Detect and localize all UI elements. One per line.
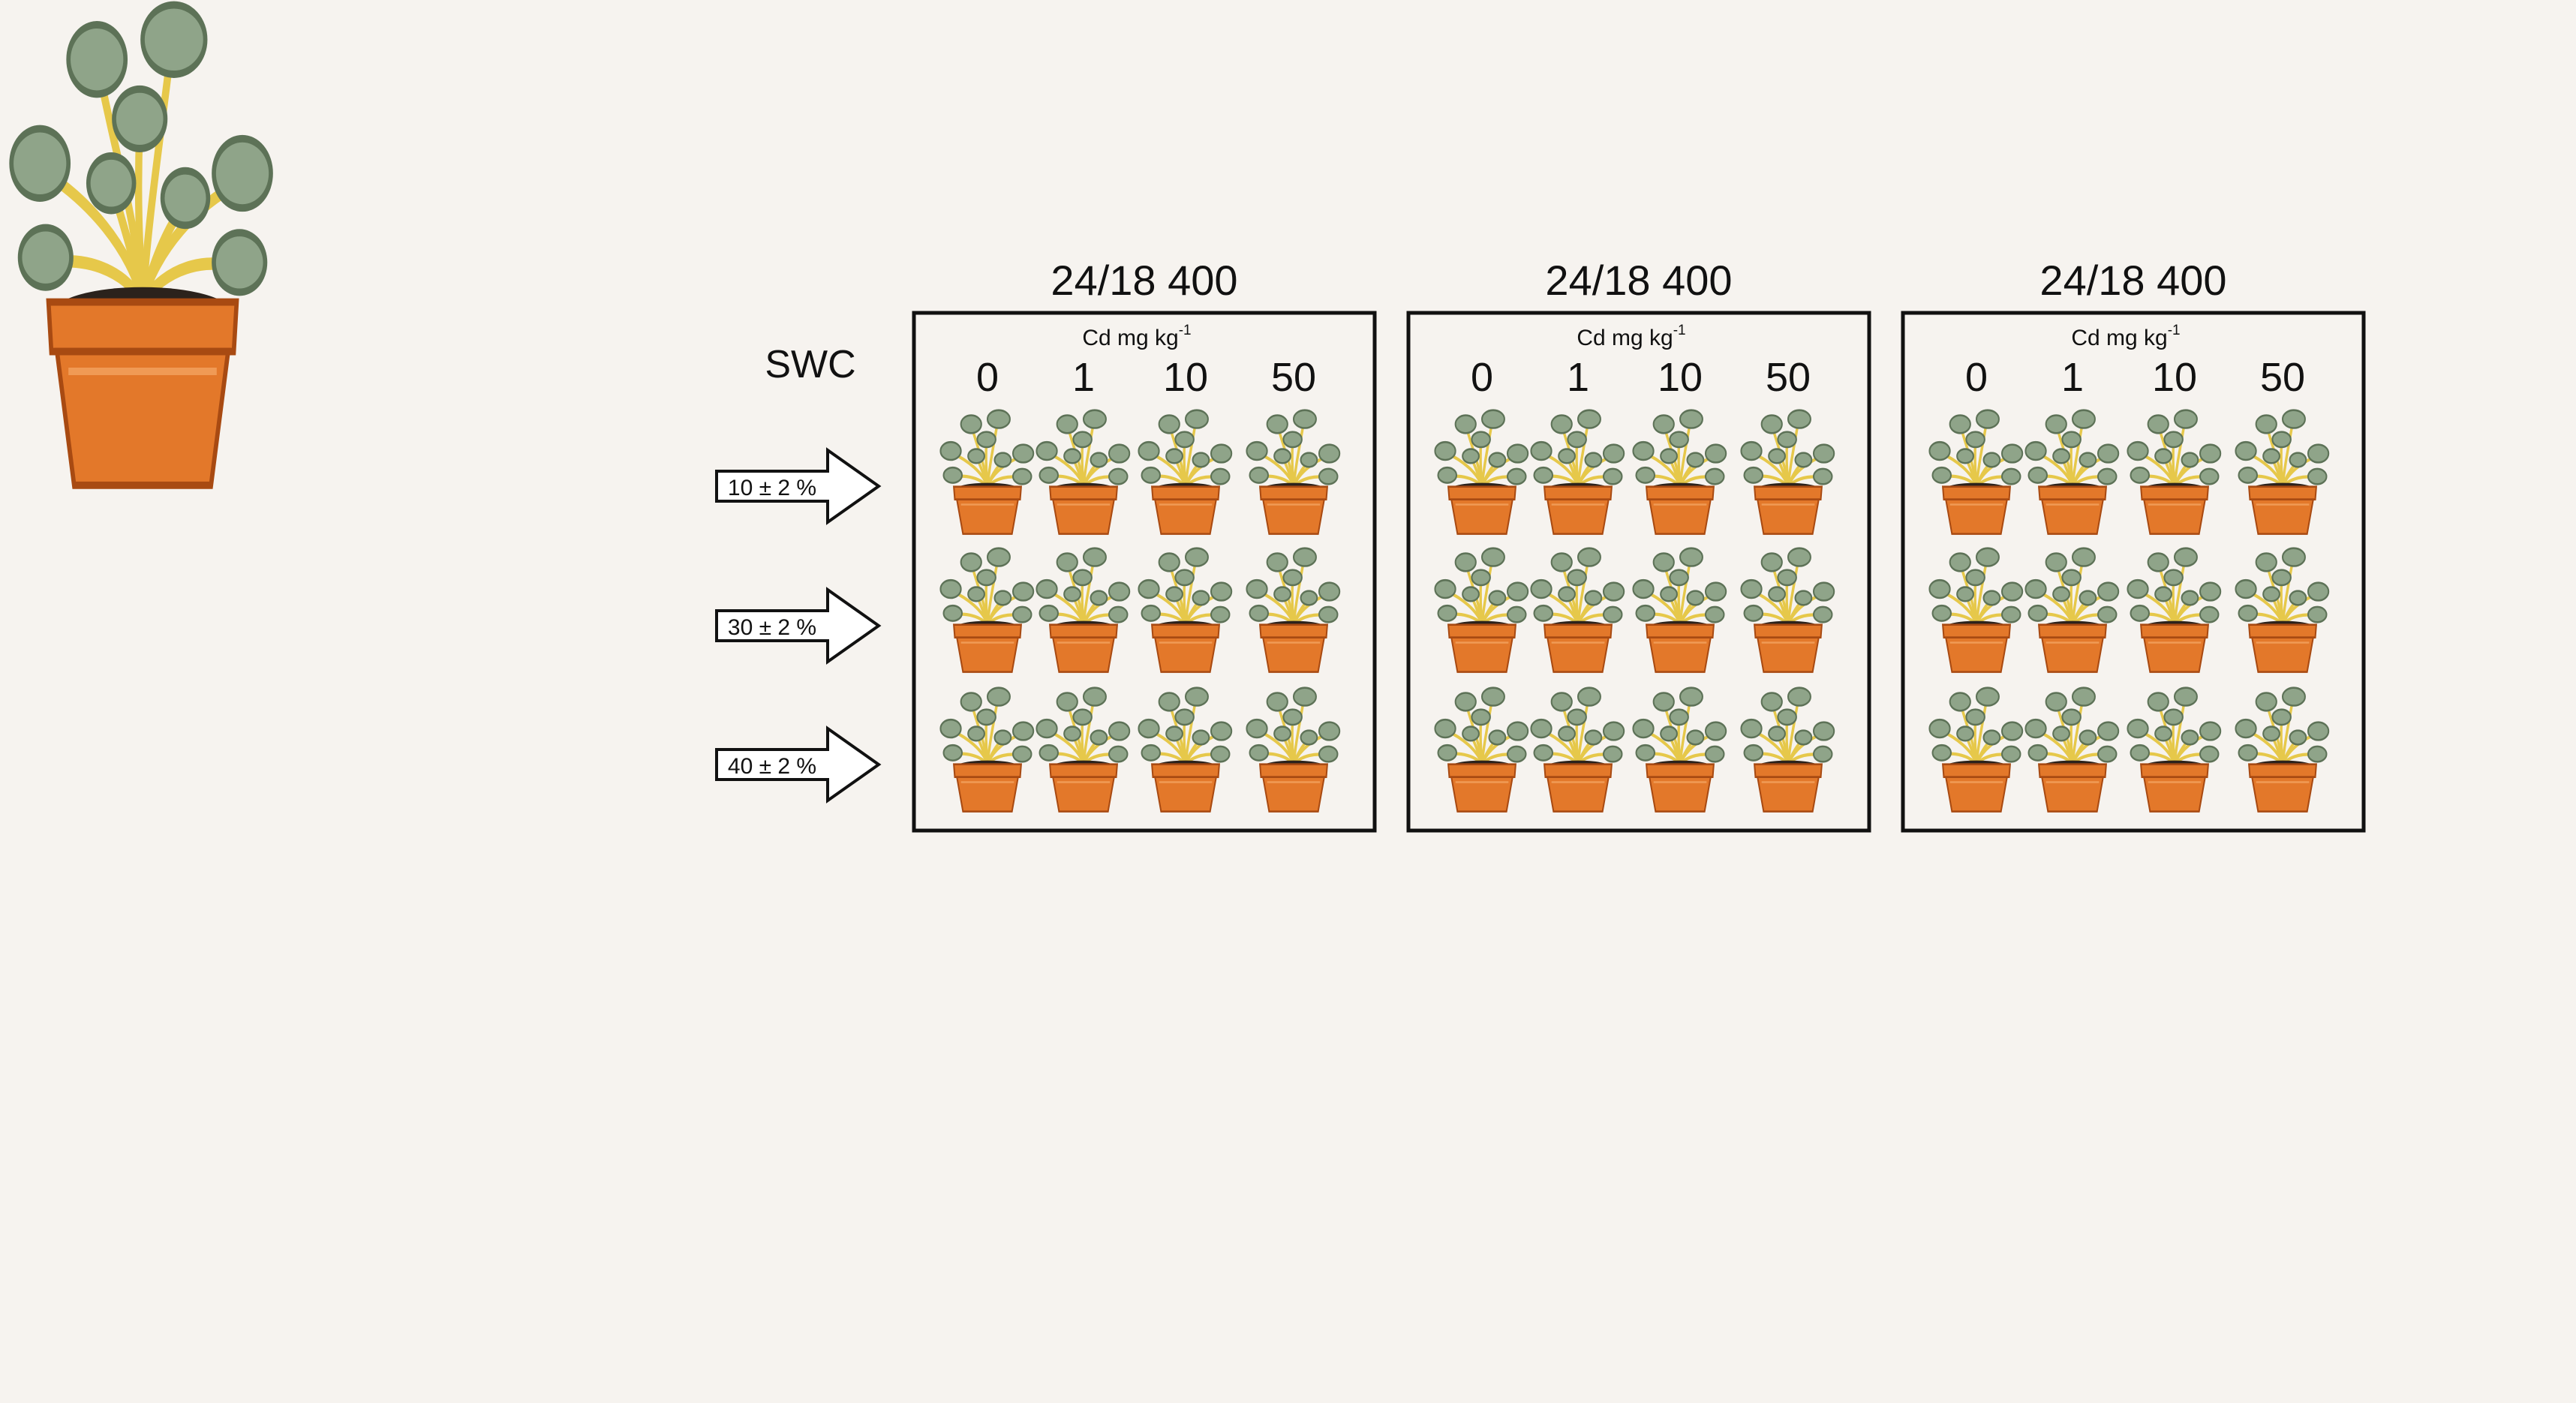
- potted-plant-icon: [2235, 410, 2328, 534]
- cd-level-10: 10: [1658, 355, 1703, 400]
- potted-plant-icon: [1036, 410, 1129, 534]
- potted-plant-icon: [1929, 688, 2022, 812]
- cd-level-10: 10: [1163, 355, 1208, 400]
- potted-plant-icon: [1138, 410, 1231, 534]
- potted-plant-icon: [1929, 410, 2022, 534]
- swc-level-2: 30 ± 2 %: [728, 615, 816, 640]
- cd-unit-superscript: -1: [2168, 323, 2181, 338]
- chamber-frame: [1901, 311, 2366, 833]
- potted-plant-icon: [2235, 688, 2328, 812]
- chamber-title: 24/18 400: [1051, 257, 1237, 304]
- potted-plant-icon: [2025, 548, 2118, 672]
- potted-plant-icon: [2127, 410, 2220, 534]
- swc-level-1: 10 ± 2 %: [728, 476, 816, 500]
- potted-plant-icon: [1531, 688, 1624, 812]
- cd-level-50: 50: [1271, 355, 1316, 400]
- cd-level-0: 0: [1471, 355, 1493, 400]
- potted-plant-icon: [1138, 688, 1231, 812]
- chamber-frame: [912, 311, 1377, 833]
- chamber-panel-3: 24/18 400 Cd mg kg-1 0 1 10 50: [1901, 257, 2366, 833]
- cd-level-0: 0: [976, 355, 999, 400]
- potted-plant-icon: [1531, 410, 1624, 534]
- swc-label: SWC: [765, 343, 855, 386]
- swc-arrow-row-3: 40 ± 2 %: [715, 727, 880, 802]
- cd-level-1: 1: [1567, 355, 1589, 400]
- potted-plant-icon: [1435, 410, 1528, 534]
- cd-level-0: 0: [1965, 355, 1988, 400]
- potted-plant-icon: [1246, 410, 1339, 534]
- cd-unit-superscript: -1: [1673, 323, 1686, 338]
- cd-level-10: 10: [2152, 355, 2197, 400]
- potted-plant-icon: [1741, 548, 1834, 672]
- potted-plant-icon: [1435, 548, 1528, 672]
- chamber-frame: [1406, 311, 1871, 833]
- cd-level-1: 1: [1072, 355, 1095, 400]
- reference-plant-icon: [11, 5, 271, 485]
- chamber-title: 24/18 400: [1545, 257, 1732, 304]
- potted-plant-icon: [2025, 410, 2118, 534]
- potted-plant-icon: [1741, 410, 1834, 534]
- potted-plant-icon: [1138, 548, 1231, 672]
- potted-plant-icon: [2127, 688, 2220, 812]
- potted-plant-icon: [1246, 688, 1339, 812]
- cd-unit-label: Cd mg kg-1: [1082, 323, 1191, 350]
- chamber-panel-1: 24/18 400 Cd mg kg-1 0 1 10 50: [912, 257, 1377, 833]
- potted-plant-icon: [1929, 548, 2022, 672]
- potted-plant-icon: [1633, 548, 1726, 672]
- cd-level-1: 1: [2061, 355, 2084, 400]
- potted-plant-icon: [1435, 688, 1528, 812]
- potted-plant-icon: [1633, 688, 1726, 812]
- cd-unit-label: Cd mg kg-1: [2071, 323, 2180, 350]
- potted-plant-icon: [1531, 548, 1624, 672]
- potted-plant-icon: [1036, 548, 1129, 672]
- chamber-title: 24/18 400: [2039, 257, 2226, 304]
- cd-level-50: 50: [1766, 355, 1811, 400]
- swc-arrow-row-1: 10 ± 2 %: [715, 449, 880, 524]
- cd-unit-label: Cd mg kg-1: [1577, 323, 1685, 350]
- potted-plant-icon: [1741, 688, 1834, 812]
- potted-plant-icon: [2127, 548, 2220, 672]
- potted-plant-icon: [940, 548, 1033, 672]
- swc-arrow-row-2: 30 ± 2 %: [715, 588, 880, 663]
- potted-plant-icon: [940, 410, 1033, 534]
- cd-level-50: 50: [2260, 355, 2305, 400]
- potted-plant-icon: [1036, 688, 1129, 812]
- potted-plant-icon: [2025, 688, 2118, 812]
- swc-level-3: 40 ± 2 %: [728, 754, 816, 779]
- chamber-panel-2: 24/18 400 Cd mg kg-1 0 1 10 50: [1406, 257, 1871, 833]
- potted-plant-icon: [1246, 548, 1339, 672]
- potted-plant-icon: [2235, 548, 2328, 672]
- potted-plant-icon: [940, 688, 1033, 812]
- potted-plant-icon: [1633, 410, 1726, 534]
- cd-unit-superscript: -1: [1179, 323, 1192, 338]
